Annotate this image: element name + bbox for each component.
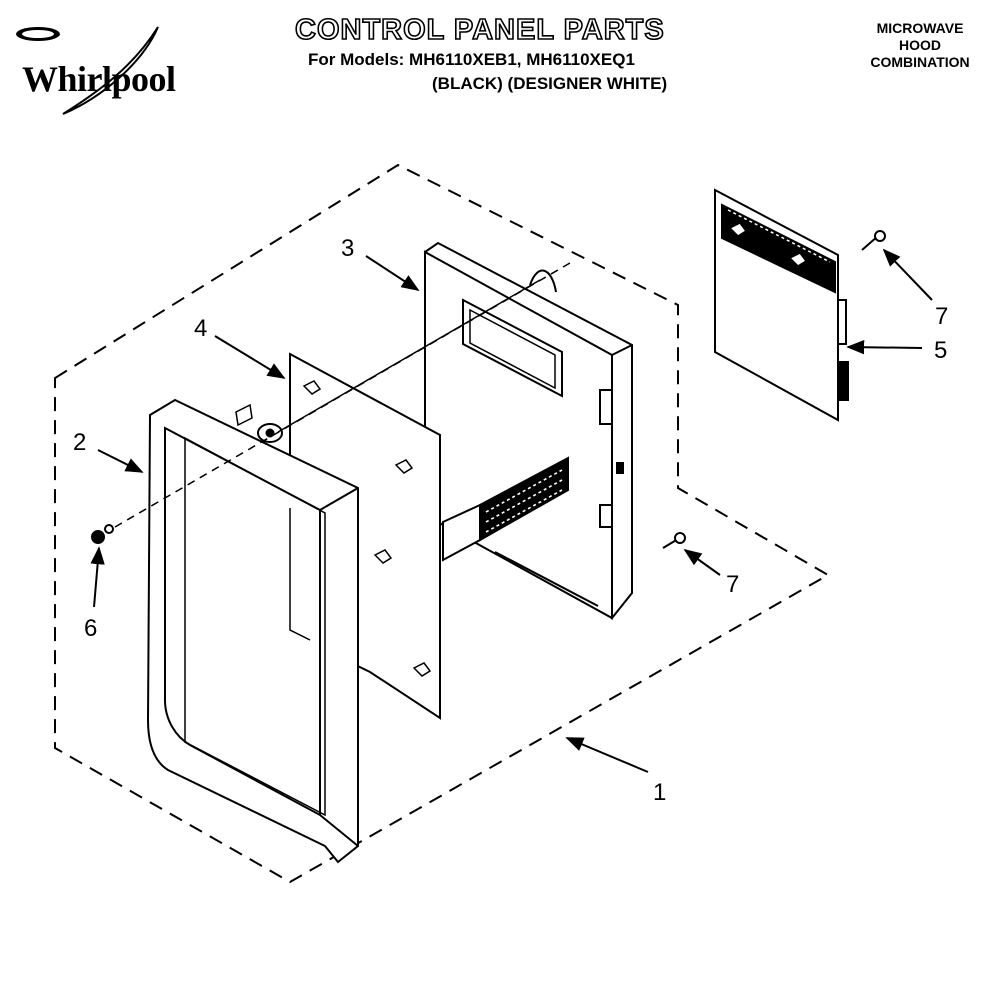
- logo-swirl-icon: [16, 26, 159, 115]
- leader-line-2: [97, 449, 144, 473]
- leader-line-6: [90, 546, 105, 608]
- callout-1: 1: [653, 779, 666, 806]
- whirlpool-logo: Whirlpool: [8, 22, 188, 122]
- callout-5: 5: [934, 337, 947, 364]
- page-title: CONTROL PANEL PARTS: [294, 13, 665, 47]
- circuit-board: [714, 188, 849, 422]
- variants-line: (BLACK) (DESIGNER WHITE): [432, 74, 668, 93]
- assembly-outline: [54, 163, 831, 884]
- screw-6-frame: [91, 524, 114, 544]
- callout-6: 6: [84, 615, 97, 642]
- screw-7-board: [861, 230, 886, 251]
- leader-line-3: [365, 255, 420, 291]
- callout-4: 4: [194, 315, 207, 342]
- callout-7-board: 7: [935, 303, 948, 330]
- screw-7-housing: [662, 532, 686, 549]
- leader-line-7b: [683, 548, 721, 576]
- product-type: MICROWAVE HOOD COMBINATION: [846, 20, 994, 71]
- leader-line-1: [565, 737, 649, 773]
- callout-7-housing: 7: [726, 571, 739, 598]
- product-type-line-3: COMBINATION: [870, 54, 970, 70]
- brand-name: Whirlpool: [22, 59, 176, 99]
- callout-3: 3: [341, 235, 354, 262]
- control-panel-frame: [146, 398, 359, 864]
- models-line: For Models: MH6110XEB1, MH6110XEQ1: [308, 50, 635, 69]
- leader-line-5: [846, 340, 923, 355]
- control-panel-housing: [423, 241, 633, 620]
- alignment-line-frame: [277, 279, 541, 433]
- callout-2: 2: [73, 429, 86, 456]
- leader-line-7a: [882, 248, 933, 301]
- product-type-line-1: MICROWAVE: [876, 20, 964, 36]
- leader-line-4: [214, 335, 286, 379]
- product-type-line-2: HOOD: [899, 37, 941, 53]
